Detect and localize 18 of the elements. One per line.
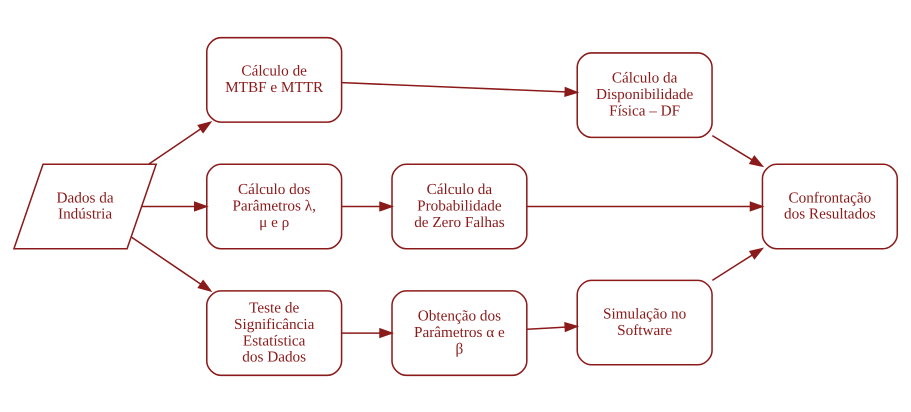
arrow (131, 236, 212, 292)
arrow (342, 81, 580, 97)
node-box: Cálculo da Disponibilidade Física – DF (576, 52, 713, 138)
arrow (342, 200, 394, 212)
node-box: Cálculo de MTBF e MTTR (206, 36, 342, 122)
arrow (712, 134, 764, 167)
node-box: Simulação no Software (576, 279, 713, 366)
arrow (148, 120, 212, 164)
node-box: Teste de Significância Estatística dos Dados (206, 290, 342, 376)
arrow (527, 200, 765, 212)
node-box: Obtenção dos Parâmetros α e β (391, 290, 528, 376)
arrow (342, 327, 394, 338)
arrow (527, 321, 580, 332)
arrow (712, 246, 764, 280)
node-box: Cálculo dos Parâmetros λ, μ e ρ (206, 163, 342, 249)
node-box: Cálculo da Probabilidade de Zero Falhas (391, 163, 528, 249)
node-box: Confrontação dos Resultados (762, 163, 898, 249)
arrow (142, 200, 209, 212)
